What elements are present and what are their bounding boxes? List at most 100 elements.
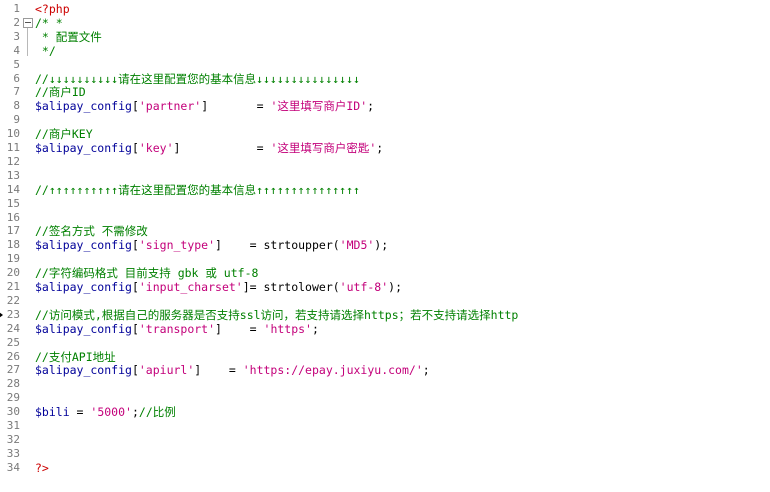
code-line[interactable]: 25 [0,336,770,350]
code-text[interactable]: */ [35,44,56,58]
token-tag: ?> [35,460,49,475]
token-str: 'sign_type' [138,238,216,253]
code-line[interactable]: 12 [0,155,770,169]
token-var: $alipay_config [35,99,132,114]
fold-guide-line [27,22,28,56]
line-number: 25 [6,335,20,349]
code-text[interactable]: $alipay_config['transport'] = 'https'; [35,322,319,336]
code-line[interactable]: 2/* * [0,16,770,30]
code-line[interactable]: 23//访问模式,根据自己的服务器是否支持ssl访问，若支持请选择https；若… [0,308,770,322]
code-text[interactable]: //商户ID [35,85,86,99]
line-number: 3 [13,29,20,43]
code-line[interactable]: 14//↑↑↑↑↑↑↑↑↑↑请在这里配置您的基本信息↑↑↑↑↑↑↑↑↑↑↑↑↑↑… [0,183,770,197]
line-number: 12 [6,154,20,168]
token-com: //↓↓↓↓↓↓↓↓↓↓请在这里配置您的基本信息↓↓↓↓↓↓↓↓↓↓↓↓↓↓↓ [35,71,360,86]
code-line[interactable]: 33 [0,447,770,461]
code-line[interactable]: 9 [0,113,770,127]
token-str: 'key' [138,141,174,155]
code-text[interactable]: //↑↑↑↑↑↑↑↑↑↑请在这里配置您的基本信息↑↑↑↑↑↑↑↑↑↑↑↑↑↑↑ [35,183,360,197]
code-text[interactable]: ?> [35,461,49,475]
line-number: 22 [6,293,20,307]
token-op: ] = [201,99,271,114]
code-line[interactable]: 28 [0,377,770,391]
code-text[interactable]: $alipay_config['partner'] = '这里填写商户ID'; [35,99,374,113]
code-line[interactable]: 18$alipay_config['sign_type'] = strtoupp… [0,238,770,252]
code-line[interactable]: 16 [0,211,770,225]
code-text[interactable]: //签名方式 不需修改 [35,224,148,238]
code-text[interactable]: <?php [35,2,70,16]
line-number: 17 [6,224,20,238]
token-com: */ [35,43,56,58]
line-number: 30 [6,405,20,419]
line-number: 20 [6,266,20,280]
code-line[interactable]: 17 //签名方式 不需修改 [0,224,770,238]
code-line[interactable]: 20 //字符编码格式 目前支持 gbk 或 utf-8 [0,266,770,280]
code-line[interactable]: 19 [0,252,770,266]
code-line[interactable]: 1 <?php [0,2,770,16]
code-line[interactable]: 5 [0,58,770,72]
code-text[interactable]: $alipay_config['input_charset']= strtolo… [35,280,402,294]
code-line[interactable]: 26 //支付API地址 [0,350,770,364]
token-op: ); [388,280,402,294]
token-com: //签名方式 不需修改 [35,224,148,239]
line-number: 29 [6,391,20,405]
token-op: ] = [173,141,271,155]
token-op: ); [374,238,389,253]
code-line[interactable]: 15 [0,197,770,211]
code-line[interactable]: 7//商户ID [0,85,770,99]
line-number: 4 [13,43,20,57]
code-line[interactable]: 11$alipay_config['key'] = '这里填写商户密匙'; [0,141,770,155]
code-text[interactable]: $bili = '5000';//比例 [35,405,176,419]
token-str: '5000' [90,405,132,420]
line-number: 26 [6,349,20,363]
code-line[interactable]: 32 [0,433,770,447]
token-op: ] = [194,363,243,378]
token-var: $alipay_config [35,141,132,155]
token-com: //↑↑↑↑↑↑↑↑↑↑请在这里配置您的基本信息↑↑↑↑↑↑↑↑↑↑↑↑↑↑↑ [35,182,360,197]
token-op: [ [131,363,139,378]
code-line[interactable]: 24$alipay_config['transport'] = 'https'; [0,322,770,336]
code-line[interactable]: 31 [0,419,770,433]
code-line[interactable]: 22 [0,294,770,308]
code-text[interactable]: $alipay_config['sign_type'] = strtoupper… [35,238,388,252]
line-number: 15 [6,196,20,210]
code-line[interactable]: 34?> [0,461,770,475]
line-number: 21 [6,280,20,293]
code-line[interactable]: 29 [0,391,770,405]
code-line[interactable]: 4 */ [0,44,770,58]
token-com: /* * [35,15,63,30]
token-op: [ [131,141,139,155]
token-com: //字符编码格式 目前支持 gbk 或 utf-8 [35,266,259,281]
line-number: 27 [6,363,20,377]
code-text[interactable]: //字符编码格式 目前支持 gbk 或 utf-8 [35,266,258,280]
code-line[interactable]: 8 $alipay_config['partner'] = '这里填写商户ID'; [0,99,770,113]
token-op: [ [131,99,139,114]
code-text[interactable]: $alipay_config['key'] = '这里填写商户密匙'; [35,141,383,155]
code-text[interactable]: //↓↓↓↓↓↓↓↓↓↓请在这里配置您的基本信息↓↓↓↓↓↓↓↓↓↓↓↓↓↓↓ [35,72,360,86]
token-op: [ [131,280,139,294]
line-number: 10 [6,127,20,141]
code-line[interactable]: 27 $alipay_config['apiurl'] = 'https://ep… [0,363,770,377]
code-line[interactable]: 13 [0,169,770,183]
fold-collapse-icon[interactable] [23,17,33,28]
code-text[interactable]: * 配置文件 [35,30,102,44]
code-text[interactable]: //支付API地址 [35,350,116,364]
token-op: [ [131,321,139,336]
code-line[interactable]: 6//↓↓↓↓↓↓↓↓↓↓请在这里配置您的基本信息↓↓↓↓↓↓↓↓↓↓↓↓↓↓↓ [0,72,770,86]
code-text[interactable]: $alipay_config['apiurl'] = 'https://epay… [35,363,430,377]
token-op: ] = [215,321,264,336]
token-com: //访问模式,根据自己的服务器是否支持ssl访问，若支持请选择https；若不支… [35,307,519,322]
line-number: 8 [13,99,20,113]
line-number: 32 [6,432,20,446]
line-number: 1 [13,2,20,15]
code-text[interactable]: //访问模式,根据自己的服务器是否支持ssl访问，若支持请选择https；若不支… [35,308,518,322]
code-line[interactable]: 30 $bili = '5000';//比例 [0,405,770,419]
token-var: $bili [35,405,70,420]
code-line[interactable]: 3 * 配置文件 [0,30,770,44]
code-line[interactable]: 10 //商户KEY [0,127,770,141]
code-text[interactable]: //商户KEY [35,127,93,141]
code-line[interactable]: 21 $alipay_config['input_charset']= strto… [0,280,770,294]
code-text[interactable]: /* * [35,16,63,30]
token-var: $alipay_config [35,363,132,378]
